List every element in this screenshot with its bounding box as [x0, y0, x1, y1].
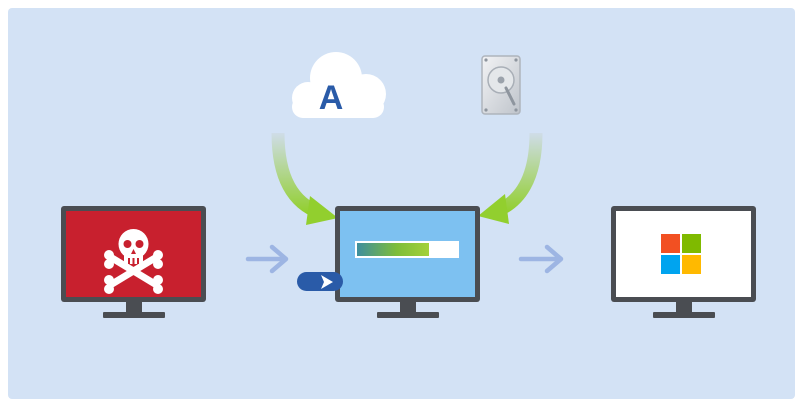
acronis-boot-media-icon	[297, 272, 343, 291]
restored-computer	[611, 206, 756, 318]
hard-drive-icon	[481, 55, 521, 115]
skull-crossbones-icon	[104, 229, 163, 294]
diagram-background	[8, 8, 795, 399]
windows-logo-icon	[661, 234, 701, 274]
cloud-icon	[292, 52, 386, 118]
arrow-recovery-to-restored	[518, 244, 564, 274]
arrow-drive-to-recovery	[478, 132, 543, 224]
infected-computer	[61, 206, 206, 318]
diagram-canvas: A	[8, 8, 795, 399]
arrow-infected-to-recovery	[245, 244, 289, 274]
recovery-computer	[335, 206, 480, 318]
progress-bar-icon	[355, 241, 459, 258]
arrow-cloud-to-recovery	[271, 132, 338, 225]
acronis-logo-letter: A	[319, 79, 344, 117]
progress-fill	[357, 243, 429, 256]
recovery-diagram: A	[8, 8, 795, 399]
cloud-backup: A	[292, 52, 386, 118]
